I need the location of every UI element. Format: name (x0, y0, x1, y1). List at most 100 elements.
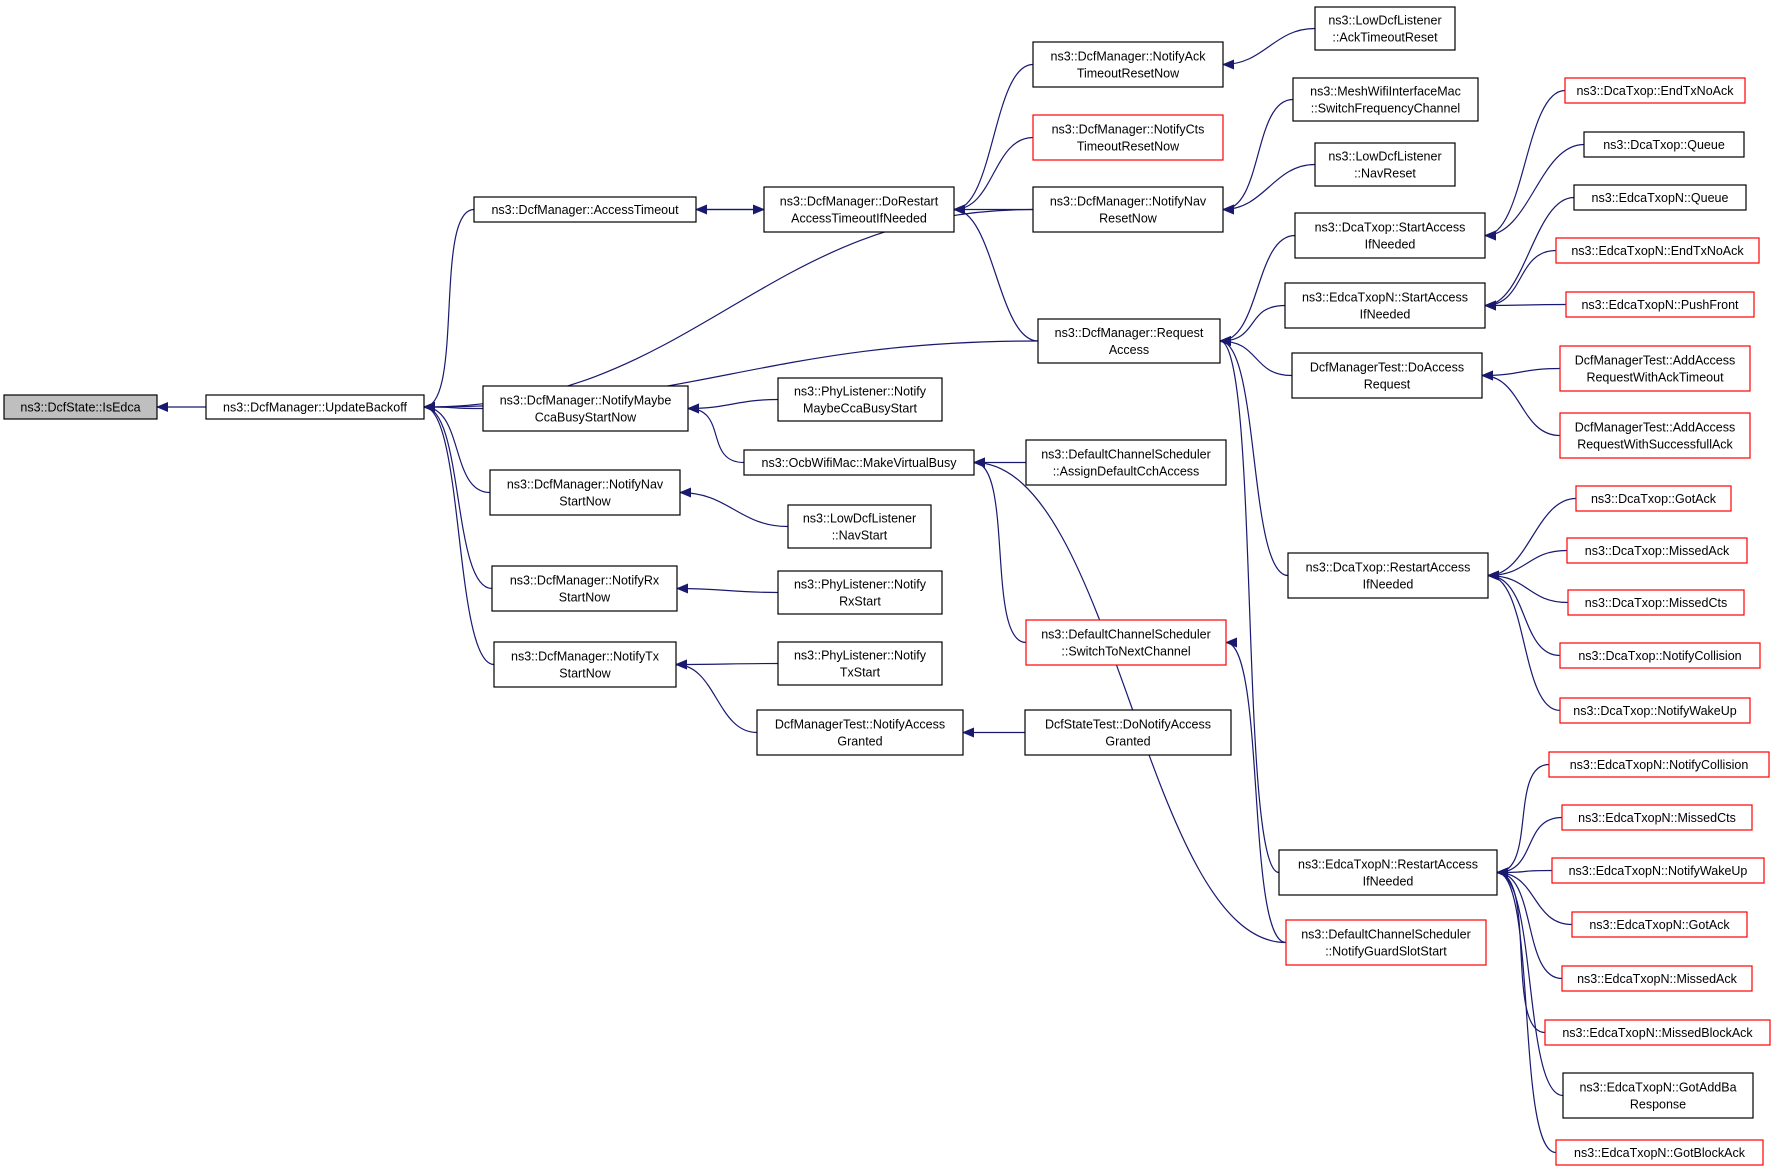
node-label: ns3::DefaultChannelScheduler (1041, 448, 1211, 462)
node-edcawakeup[interactable]: ns3::EdcaTxopN::NotifyWakeUp (1551, 857, 1765, 884)
node-label: ns3::DefaultChannelScheduler (1041, 628, 1211, 642)
node-label: IfNeeded (1363, 875, 1414, 889)
node-box (1551, 857, 1765, 884)
node-label: Granted (837, 735, 882, 749)
node-edcamissedcts[interactable]: ns3::EdcaTxopN::MissedCts (1561, 804, 1753, 831)
node-label: ns3::EdcaTxopN::MissedAck (1577, 972, 1738, 986)
edge-edcaqueue-to-edcastartaccess (1484, 196, 1575, 311)
node-dcamissedcts[interactable]: ns3::DcaTxop::MissedCts (1567, 589, 1745, 616)
edge-notifycts-to-dorestart (953, 136, 1034, 215)
node-updatebackoff[interactable]: ns3::DcfManager::UpdateBackoff (205, 394, 425, 420)
node-box (491, 565, 678, 612)
node-edcagotack[interactable]: ns3::EdcaTxopN::GotAck (1571, 911, 1748, 938)
node-box (1287, 552, 1489, 599)
node-label: ns3::DcfManager::NotifyTx (511, 650, 660, 664)
node-box (1284, 282, 1486, 329)
node-label: Granted (1105, 735, 1150, 749)
node-assigncch[interactable]: ns3::DefaultChannelScheduler::AssignDefa… (1025, 439, 1227, 486)
node-edcaqueue[interactable]: ns3::EdcaTxopN::Queue (1573, 184, 1747, 211)
node-dcawakeup[interactable]: ns3::DcaTxop::NotifyWakeUp (1559, 697, 1751, 724)
edge-edcamissedblockack-to-edcarestart (1496, 867, 1546, 1034)
node-dorestart[interactable]: ns3::DcfManager::DoRestartAccessTimeoutI… (763, 186, 955, 233)
node-dcacollision[interactable]: ns3::DcaTxop::NotifyCollision (1559, 642, 1761, 669)
node-lownavstart[interactable]: ns3::LowDcfListener::NavStart (787, 504, 932, 549)
node-box (482, 385, 689, 432)
node-label: Access (1109, 343, 1149, 357)
edge-lownavstart-to-notifynavstart (679, 487, 789, 528)
node-switchnext[interactable]: ns3::DefaultChannelScheduler::SwitchToNe… (1025, 619, 1227, 666)
node-lowacktimeout[interactable]: ns3::LowDcfListener::AckTimeoutReset (1314, 6, 1456, 51)
node-box (1583, 131, 1745, 158)
node-dcaqueue[interactable]: ns3::DcaTxop::Queue (1583, 131, 1745, 158)
node-box (493, 641, 677, 688)
edge-requestaccess-to-dorestart (953, 204, 1039, 342)
node-label: ns3::EdcaTxopN::GotAck (1589, 918, 1730, 932)
node-edcamissedblockack[interactable]: ns3::EdcaTxopN::MissedBlockAck (1544, 1019, 1771, 1046)
node-label: Response (1630, 1098, 1686, 1112)
node-box (205, 394, 425, 420)
node-label: DcfManagerTest::AddAccess (1575, 354, 1736, 368)
edge-dcagotack-to-dcarestart (1487, 497, 1577, 581)
node-label: ns3::EdcaTxopN::MissedBlockAck (1562, 1026, 1753, 1040)
node-edcapushfront[interactable]: ns3::EdcaTxopN::PushFront (1565, 291, 1755, 318)
node-lownavreset[interactable]: ns3::LowDcfListener::NavReset (1314, 142, 1456, 187)
node-notifycts[interactable]: ns3::DcfManager::NotifyCtsTimeoutResetNo… (1032, 114, 1224, 161)
node-dcagotack[interactable]: ns3::DcaTxop::GotAck (1575, 485, 1732, 512)
node-phymaybecca[interactable]: ns3::PhyListener::NotifyMaybeCcaBusyStar… (777, 377, 943, 422)
node-box (3, 394, 158, 420)
node-notifymaybecca[interactable]: ns3::DcfManager::NotifyMaybeCcaBusyStart… (482, 385, 689, 432)
node-edcacollision[interactable]: ns3::EdcaTxopN::NotifyCollision (1548, 751, 1770, 778)
node-label: DcfManagerTest::NotifyAccess (775, 718, 945, 732)
node-edcaendtx[interactable]: ns3::EdcaTxopN::EndTxNoAck (1555, 237, 1760, 264)
node-addsuccess[interactable]: DcfManagerTest::AddAccessRequestWithSucc… (1559, 412, 1751, 459)
node-dcaendtx[interactable]: ns3::DcaTxop::EndTxNoAck (1564, 77, 1746, 104)
edge-edcastartaccess-to-requestaccess (1219, 304, 1286, 346)
node-label: ns3::DcaTxop::NotifyWakeUp (1573, 704, 1737, 718)
node-notifyack[interactable]: ns3::DcfManager::NotifyAckTimeoutResetNo… (1032, 41, 1224, 88)
node-addackto[interactable]: DcfManagerTest::AddAccessRequestWithAckT… (1559, 345, 1751, 392)
node-isedca[interactable]: ns3::DcfState::IsEdca (3, 394, 158, 420)
node-label: ::NavStart (832, 529, 888, 543)
node-label: ns3::DcaTxop::NotifyCollision (1578, 649, 1741, 663)
node-edcamissedack[interactable]: ns3::EdcaTxopN::MissedAck (1561, 965, 1753, 992)
edge-dcawakeup-to-dcarestart (1487, 570, 1561, 712)
node-label: ns3::LowDcfListener (1328, 150, 1441, 164)
node-label: StartNow (559, 495, 611, 509)
node-box (1314, 6, 1456, 51)
edge-dcaendtx-to-dcastartaccess (1484, 89, 1566, 241)
node-guardslot[interactable]: ns3::DefaultChannelScheduler::NotifyGuar… (1285, 919, 1487, 966)
node-label: ns3::DcfManager::AccessTimeout (491, 203, 679, 217)
node-accesstimeout[interactable]: ns3::DcfManager::AccessTimeout (473, 196, 697, 223)
node-label: ns3::DcfManager::NotifyAck (1051, 50, 1207, 64)
node-ocbvirtualbusy[interactable]: ns3::OcbWifiMac::MakeVirtualBusy (743, 449, 975, 476)
node-label: ::AssignDefaultCchAccess (1053, 465, 1200, 479)
edge-doaccessrequest-to-requestaccess (1219, 336, 1293, 377)
node-box (1573, 184, 1747, 211)
node-label: DcfStateTest::DoNotifyAccess (1045, 718, 1211, 732)
node-meshswitch[interactable]: ns3::MeshWifiInterfaceMac::SwitchFrequen… (1292, 77, 1479, 122)
edge-guardslot-to-ocbvirtualbusy (973, 457, 1287, 944)
node-box (473, 196, 697, 223)
node-label: ns3::EdcaTxopN::PushFront (1581, 298, 1739, 312)
node-label: ns3::DcfManager::UpdateBackoff (223, 401, 407, 415)
edge-notifyrx-to-updatebackoff (423, 402, 493, 590)
node-dcamissedack[interactable]: ns3::DcaTxop::MissedAck (1566, 537, 1748, 564)
node-box (1566, 537, 1748, 564)
node-edcagotblockack[interactable]: ns3::EdcaTxopN::GotBlockAck (1555, 1139, 1764, 1166)
